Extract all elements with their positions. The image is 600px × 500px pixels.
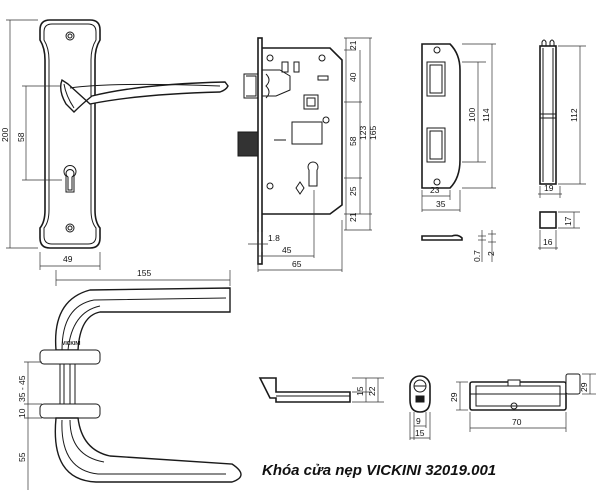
dim-strike-23: 23 [430,185,440,195]
dim-strike-35: 35 [436,199,446,209]
lower-lever [54,417,242,483]
upper-lever [54,287,231,351]
dim-lock-21-top: 21 [348,40,358,50]
cylinder-side-view: 29 29 70 [449,373,596,432]
upper-rose [39,349,101,365]
dim-lever-to-key: 58 [16,132,26,142]
screw-hole-top-inner [67,33,73,39]
dim-faceplate-19: 19 [544,183,554,193]
strike-latch-hole [426,61,446,97]
strike-profile [421,234,463,241]
cylinder-cam [507,379,521,387]
handle-side-view: VICKINI VICKINI [39,287,242,483]
dim-spindle-22: 22 [367,386,377,396]
lower-rose [39,403,101,419]
dim-cyl-end-15: 15 [415,428,425,438]
dim-lock-165: 165 [368,126,378,140]
faceplate-dimensions: 112 19 17 16 [538,45,586,250]
screw-hole-top [65,31,75,41]
plate-lever [59,78,229,113]
screw-hole-bottom [65,223,75,233]
strike-bolt-hole [426,127,446,163]
dim-rose-10: 10 [17,408,27,418]
spindle-body [258,377,351,403]
dead-bolt [237,131,259,157]
dim-cyl-29-right: 29 [579,382,589,392]
dim-cyl-end-9: 9 [416,416,421,426]
dim-lock-40: 40 [348,72,358,82]
strike-dimensions: 100 114 23 35 0.7 2 [421,43,496,262]
brand-mark-upper: VICKINI [62,341,81,347]
dim-faceplate-16: 16 [543,237,553,247]
plate-dimensions: 200 58 49 [0,19,101,270]
faceplate-end [539,211,557,229]
dim-lock-65: 65 [292,259,302,269]
handle-dimensions: 155 35 - 45 10 55 [17,268,231,490]
dim-lock-25: 25 [348,186,358,196]
dim-cyl-29-left: 29 [449,392,459,402]
dim-plate-height: 200 [0,128,10,142]
dim-faceplate-112: 112 [569,108,579,122]
dim-lock-45: 45 [282,245,292,255]
lock-body-dimensions: 21 40 58 123 165 25 21 1.8 45 65 [248,37,378,272]
backplate [39,19,101,249]
dim-faceplate-17: 17 [563,216,573,226]
dim-lock-1-8: 1.8 [268,233,280,243]
dim-lock-123: 123 [358,126,368,140]
cylinder-knob [565,373,581,395]
cylinder-hole [307,161,319,187]
dim-handle-length: 155 [137,268,151,278]
latch-bolt [243,73,259,99]
cylinder-end-view: 9 15 [409,375,431,440]
spindle: 15 22 [258,377,384,403]
keyhole [63,165,77,193]
dim-rose-35-45: 35 - 45 [17,375,27,402]
dim-plate-width: 49 [63,254,73,264]
strike-plate [421,43,461,189]
dim-spindle-15: 15 [355,386,365,396]
dim-lock-58: 58 [348,136,358,146]
lock-body [237,37,343,265]
dim-strike-0-7: 0.7 [472,250,482,262]
dim-strike-2: 2 [486,251,496,256]
dim-rose-55: 55 [17,452,27,462]
dim-cyl-70: 70 [512,417,522,427]
dim-lock-21-bot: 21 [348,212,358,222]
product-caption: Khóa cửa nẹp VICKINI 32019.001 [262,462,497,479]
dim-strike-100: 100 [467,108,477,122]
spindle-hub [303,94,319,110]
screw-hole-bottom-inner [67,225,73,231]
forend [257,37,263,265]
dim-strike-114: 114 [481,108,491,122]
faceplate [539,39,557,229]
